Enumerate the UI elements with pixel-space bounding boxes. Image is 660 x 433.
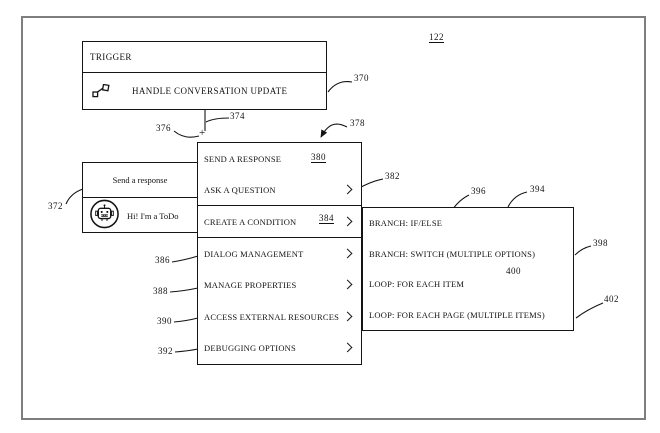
ref-label-394: 394 xyxy=(530,184,545,194)
submenu-item-loop-for-each-page[interactable]: LOOP: FOR EACH PAGE (MULTIPLE ITEMS) xyxy=(363,300,573,331)
submenu-item-label: LOOP: FOR EACH ITEM xyxy=(369,279,465,290)
menu-item-label: DIALOG MANAGEMENT xyxy=(204,248,304,259)
menu-item-label: SEND A RESPONSE xyxy=(204,153,282,164)
response-node-body: Hi! I'm a ToDo xyxy=(83,198,197,234)
trigger-item-label: HANDLE CONVERSATION UPDATE xyxy=(132,86,288,96)
menu-item-label: ASK A QUESTION xyxy=(204,184,276,195)
menu-item-send-a-response[interactable]: SEND A RESPONSE xyxy=(198,143,361,174)
menu-item-label: MANAGE PROPERTIES xyxy=(204,280,297,291)
trigger-header-label: TRIGGER xyxy=(83,42,326,73)
ref-label-380: 380 xyxy=(311,152,326,162)
menu-item-manage-properties[interactable]: MANAGE PROPERTIES xyxy=(198,270,361,302)
ref-label-372: 372 xyxy=(48,201,63,211)
figure-border xyxy=(21,16,646,420)
trigger-item[interactable]: HANDLE CONVERSATION UPDATE xyxy=(83,73,326,109)
figure-number: 122 xyxy=(429,32,444,42)
ref-label-370: 370 xyxy=(354,73,369,83)
menu-item-label: DEBUGGING OPTIONS xyxy=(204,343,296,354)
chevron-right-icon xyxy=(342,248,353,259)
trigger-box: TRIGGER HANDLE CONVERSATION UPDATE xyxy=(82,41,327,110)
submenu-item-branch-if-else[interactable]: BRANCH: IF/ELSE xyxy=(363,208,573,239)
menu-item-dialog-management[interactable]: DIALOG MANAGEMENT xyxy=(198,238,361,270)
ref-label-390: 390 xyxy=(157,316,172,326)
ref-label-396: 396 xyxy=(471,186,486,196)
ref-label-392: 392 xyxy=(158,346,173,356)
menu-item-label: ACCESS EXTERNAL RESOURCES xyxy=(204,311,340,322)
condition-submenu: BRANCH: IF/ELSE BRANCH: SWITCH (MULTIPLE… xyxy=(362,207,574,331)
menu-section-responses: SEND A RESPONSE ASK A QUESTION xyxy=(198,143,361,205)
bot-avatar-icon xyxy=(89,198,120,234)
action-menu: SEND A RESPONSE ASK A QUESTION CREATE A … xyxy=(197,142,362,365)
ref-label-378: 378 xyxy=(350,118,365,128)
ref-label-400: 400 xyxy=(506,266,521,276)
ref-label-374: 374 xyxy=(230,111,245,121)
response-node-title: Send a response xyxy=(83,163,197,198)
submenu-item-label: BRANCH: IF/ELSE xyxy=(369,218,443,229)
menu-item-access-external-resources[interactable]: ACCESS EXTERNAL RESOURCES xyxy=(198,301,361,333)
menu-item-label: CREATE A CONDITION xyxy=(204,216,297,227)
send-response-node[interactable]: Send a response Hi! I'm a ToDo xyxy=(82,162,198,233)
menu-item-create-a-condition[interactable]: CREATE A CONDITION xyxy=(198,206,361,237)
submenu-item-branch-switch[interactable]: BRANCH: SWITCH (MULTIPLE OPTIONS) xyxy=(363,239,573,270)
menu-item-ask-a-question[interactable]: ASK A QUESTION xyxy=(198,174,361,205)
connector-icon xyxy=(92,84,110,98)
submenu-item-label: BRANCH: SWITCH (MULTIPLE OPTIONS) xyxy=(369,248,536,259)
ref-label-376: 376 xyxy=(156,123,171,133)
chevron-right-icon xyxy=(342,311,353,322)
submenu-item-label: LOOP: FOR EACH PAGE (MULTIPLE ITEMS) xyxy=(369,309,545,320)
response-message: Hi! I'm a ToDo xyxy=(127,211,179,221)
ref-label-402: 402 xyxy=(604,294,619,304)
ref-label-398: 398 xyxy=(593,238,608,248)
ref-label-382: 382 xyxy=(385,171,400,181)
ref-label-384: 384 xyxy=(319,213,334,223)
menu-item-debugging-options[interactable]: DEBUGGING OPTIONS xyxy=(198,333,361,365)
chevron-right-icon xyxy=(342,215,353,226)
ref-label-386: 386 xyxy=(155,255,170,265)
ref-label-388: 388 xyxy=(153,286,168,296)
add-node-button[interactable]: + xyxy=(199,127,206,139)
chevron-right-icon xyxy=(342,279,353,290)
chevron-right-icon xyxy=(342,342,353,353)
menu-section-condition: CREATE A CONDITION xyxy=(198,205,361,237)
submenu-item-loop-for-each-item[interactable]: LOOP: FOR EACH ITEM xyxy=(363,269,573,300)
menu-section-management: DIALOG MANAGEMENT MANAGE PROPERTIES ACCE… xyxy=(198,237,361,364)
chevron-right-icon xyxy=(342,183,353,194)
